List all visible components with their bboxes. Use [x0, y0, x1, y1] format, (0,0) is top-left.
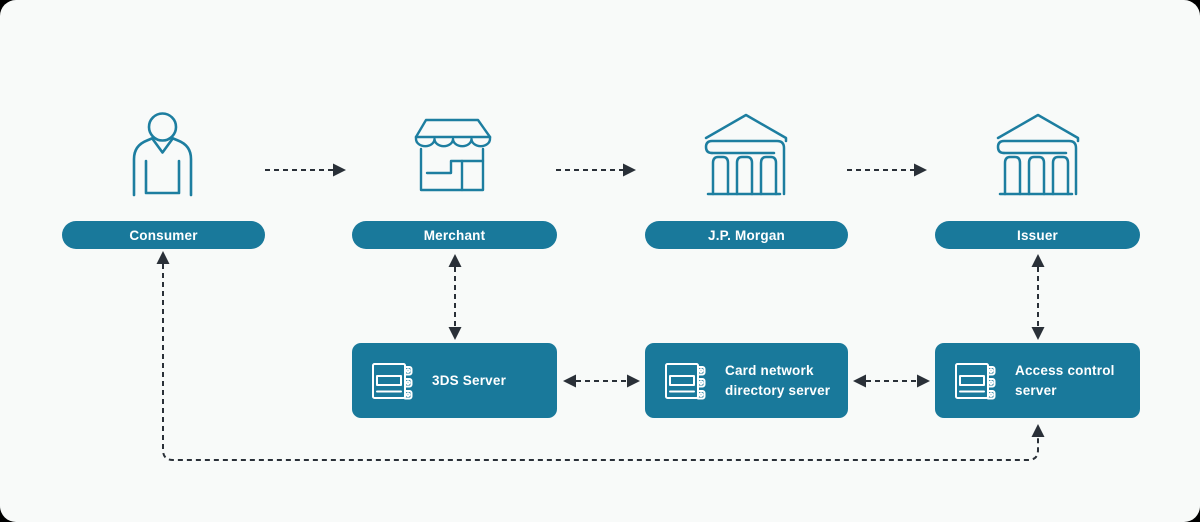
- entity-pill-consumer: Consumer: [62, 221, 265, 249]
- entity-pill-merchant: Merchant: [352, 221, 557, 249]
- arrow-consumer-to-merchant: [265, 163, 346, 177]
- arrow-consumer-access-control-bottom-route: [156, 251, 1045, 461]
- arrow-issuer-access-control-server: [1031, 254, 1045, 340]
- arrow-jpmorgan-to-issuer: [847, 163, 927, 177]
- arrow-3ds-card-network: [563, 374, 640, 388]
- server-icon: [663, 360, 709, 402]
- entity-pill-jpmorgan: J.P. Morgan: [645, 221, 848, 249]
- entity-label: J.P. Morgan: [708, 227, 785, 243]
- server-icon: [370, 360, 416, 402]
- server-label: Access control server: [1015, 361, 1115, 401]
- server-box-card-network-directory: Card network directory server: [645, 343, 848, 418]
- entity-label: Consumer: [129, 227, 198, 243]
- server-icon: [953, 360, 999, 402]
- server-label-line1: 3DS Server: [432, 372, 507, 388]
- server-label-line1: Card network: [725, 362, 814, 378]
- server-label: Card network directory server: [725, 361, 830, 401]
- server-label-line2: server: [1015, 382, 1057, 398]
- arrow-card-network-access-control: [853, 374, 930, 388]
- server-label: 3DS Server: [432, 371, 506, 391]
- entity-label: Issuer: [1017, 227, 1058, 243]
- server-box-3ds: 3DS Server: [352, 343, 557, 418]
- arrow-merchant-to-jpmorgan: [556, 163, 636, 177]
- storefront-icon: [414, 112, 494, 192]
- server-label-line1: Access control: [1015, 362, 1115, 378]
- person-icon: [128, 110, 198, 198]
- entity-pill-issuer: Issuer: [935, 221, 1140, 249]
- arrow-merchant-3ds-server: [448, 254, 462, 340]
- server-box-access-control: Access control server: [935, 343, 1140, 418]
- entity-label: Merchant: [423, 227, 486, 243]
- bank-icon: [994, 110, 1082, 198]
- bank-icon: [702, 110, 790, 198]
- server-label-line2: directory server: [725, 382, 831, 398]
